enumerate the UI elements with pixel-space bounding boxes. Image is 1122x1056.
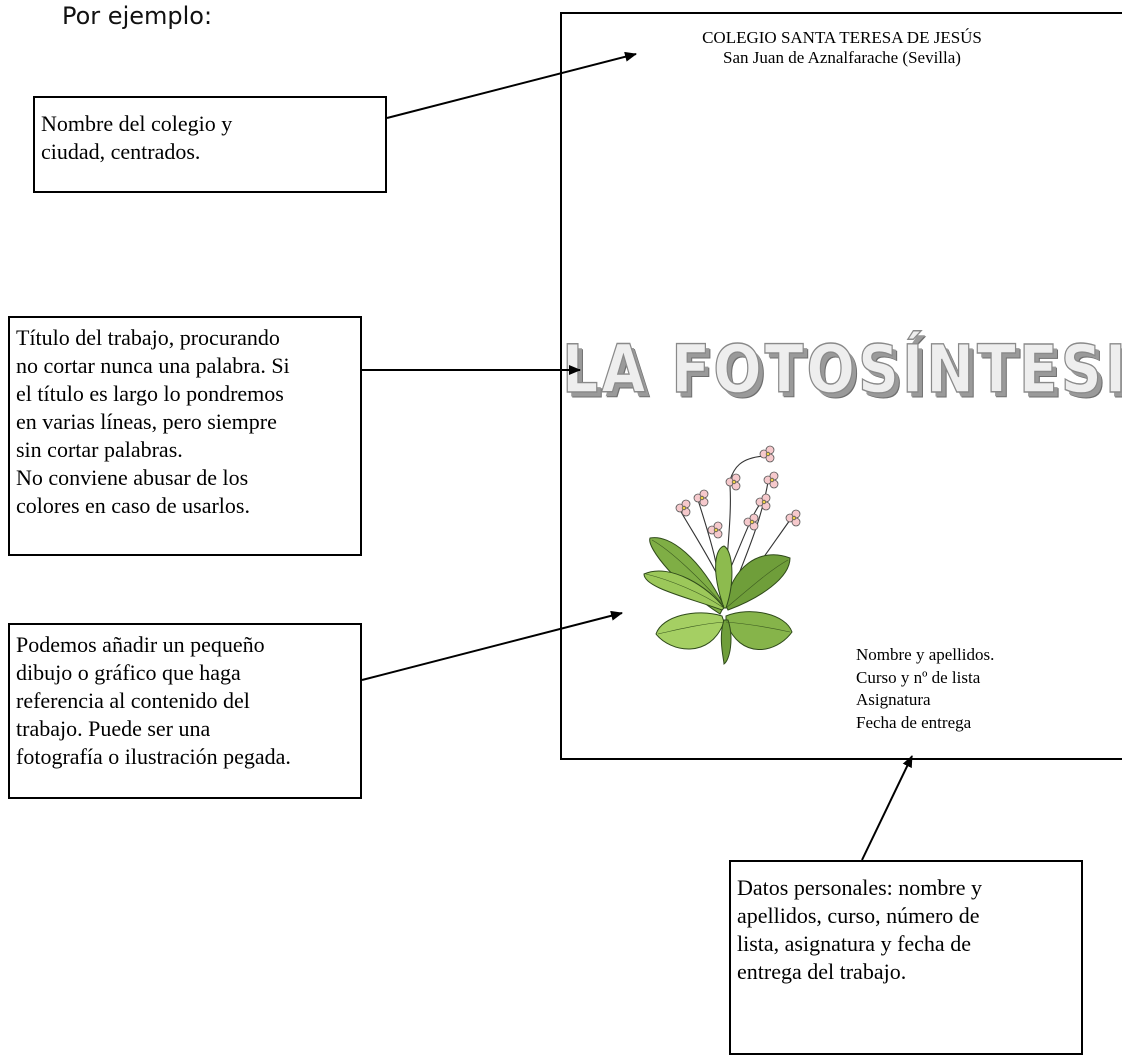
school-name: COLEGIO SANTA TERESA DE JESÚS: [702, 28, 982, 47]
personal-data-block: Nombre y apellidos. Curso y nº de lista …: [856, 644, 994, 734]
personal-line-date: Fecha de entrega: [856, 712, 972, 732]
personal-line-name: Nombre y apellidos.: [856, 645, 995, 664]
personal-line-subject: Asignatura: [856, 690, 931, 709]
personal-line-course: Curso y nº de lista: [856, 667, 981, 687]
cover-page-sample: COLEGIO SANTA TERESA DE JESÚS San Juan d…: [560, 12, 1122, 760]
plant-leaves: [643, 537, 793, 665]
note-school: Nombre del colegio y ciudad, centrados.: [33, 96, 387, 193]
arrow-to-illustration: [361, 610, 623, 681]
arrow-to-school-header: [386, 51, 637, 119]
page-heading: Por ejemplo:: [62, 2, 213, 30]
flower-cluster: [675, 445, 801, 539]
flowering-plant-illustration: [643, 445, 801, 665]
school-city: San Juan de Aznalfarache (Sevilla): [723, 48, 961, 67]
note-title: Título del trabajo, procurando no cortar…: [8, 316, 362, 556]
note-personal: Datos personales: nombre y apellidos, cu…: [729, 860, 1083, 1055]
note-drawing: Podemos añadir un pequeño dibujo o gráfi…: [8, 623, 362, 799]
arrow-to-personal-data: [861, 755, 913, 861]
school-header: COLEGIO SANTA TERESA DE JESÚS San Juan d…: [562, 28, 1122, 68]
cover-title: LA FOTOSÍNTESIS: [561, 331, 1122, 408]
